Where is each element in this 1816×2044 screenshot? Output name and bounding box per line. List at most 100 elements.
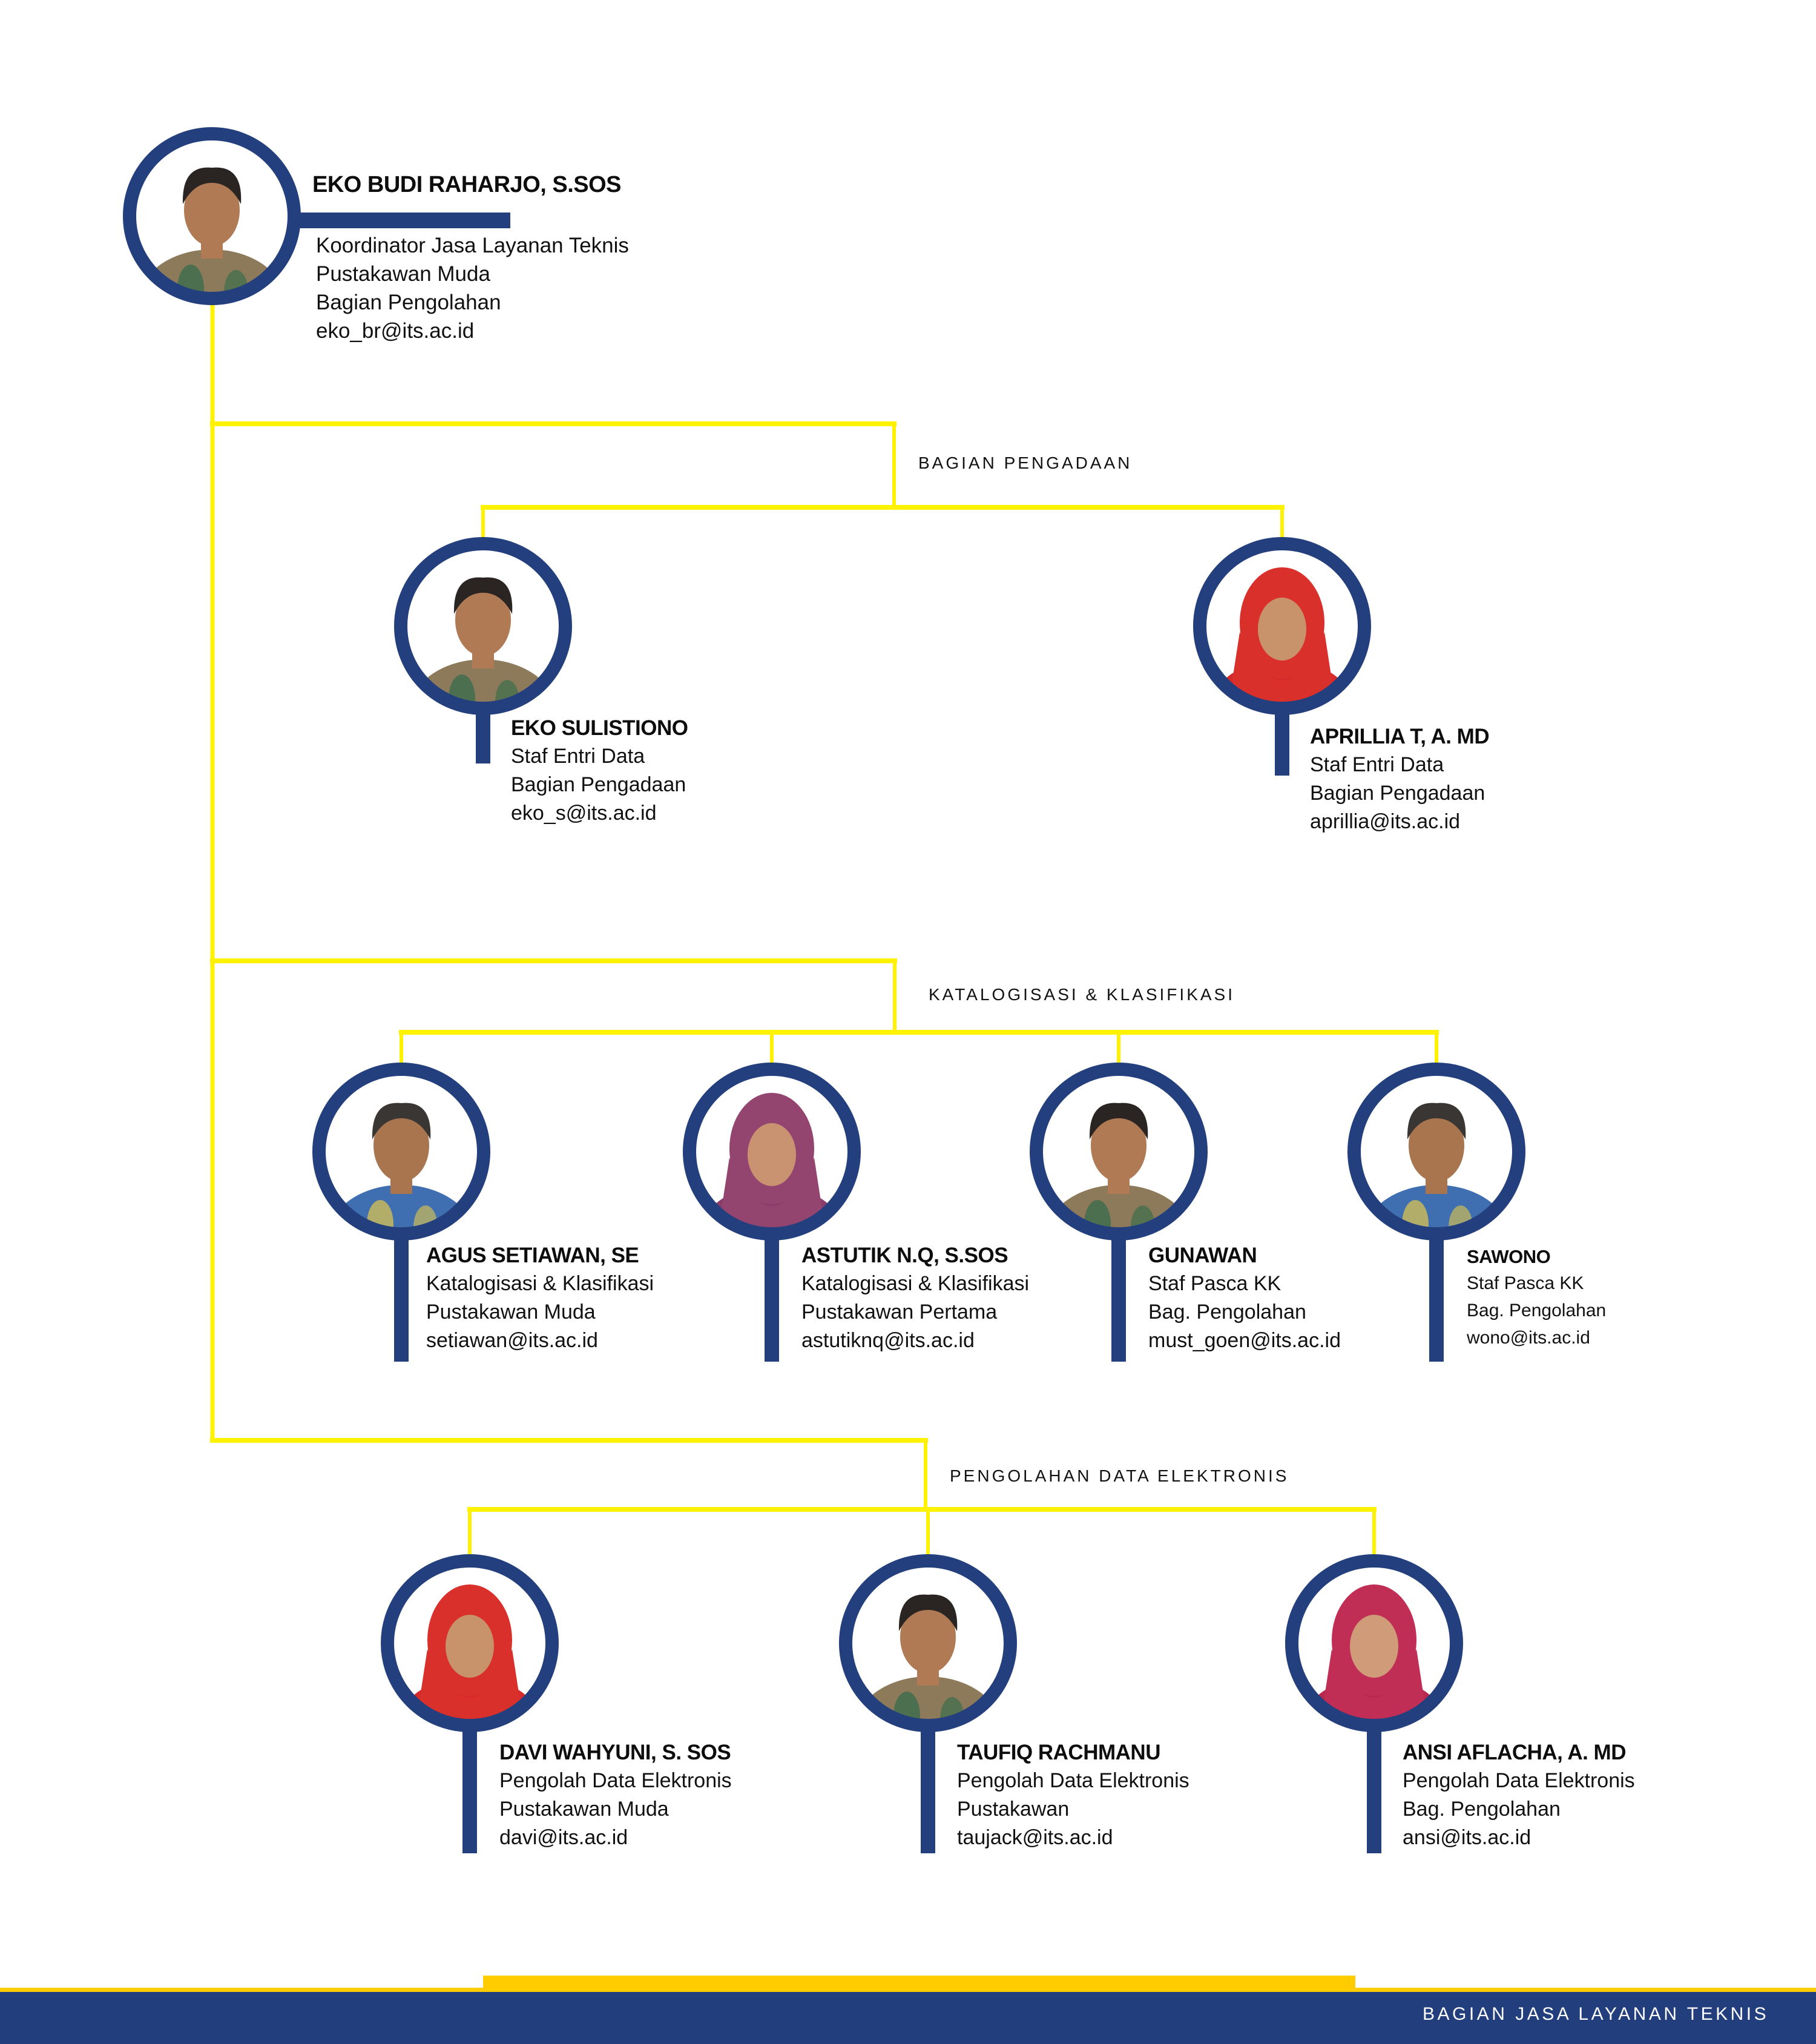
member-department: Bag. Pengolahan — [1148, 1301, 1306, 1324]
member-node — [1285, 1554, 1463, 1853]
avatar-ring — [394, 537, 572, 715]
member-name: EKO SULISTIONO — [511, 716, 688, 740]
section-label-pengolahan: PENGOLAHAN DATA ELEKTRONIS — [950, 1466, 1289, 1485]
avatar-ring — [1030, 1063, 1208, 1241]
member-email[interactable]: taujack@its.ac.id — [957, 1826, 1113, 1849]
member-email[interactable]: eko_s@its.ac.id — [511, 802, 657, 825]
member-card: TAUFIQ RACHMANU Pengolah Data Elektronis… — [957, 1739, 1189, 1852]
member-rank: Pustakawan Muda — [426, 1301, 596, 1324]
avatar-clothing — [1364, 1185, 1509, 1230]
member-position: Staf Pasca KK — [1148, 1272, 1281, 1295]
section-label-katalogisasi: KATALOGISASI & KLASIFIKASI — [929, 985, 1235, 1004]
member-node — [1193, 537, 1371, 776]
member-node — [839, 1554, 1017, 1853]
member-email[interactable]: ansi@its.ac.id — [1403, 1826, 1531, 1849]
avatar-hair — [898, 1594, 958, 1631]
member-position: Pengolah Data Elektronis — [957, 1769, 1189, 1792]
member-name: GUNAWAN — [1148, 1244, 1257, 1267]
connector-lines — [210, 299, 1439, 1559]
avatar-face — [455, 584, 511, 656]
member-name: APRILLIA T, A. MD — [1310, 725, 1490, 748]
member-email[interactable]: must_goen@its.ac.id — [1148, 1329, 1341, 1352]
member-email[interactable]: davi@its.ac.id — [499, 1826, 628, 1849]
member-email[interactable]: aprillia@its.ac.id — [1310, 810, 1461, 833]
member-node — [394, 537, 572, 763]
avatar-clothing — [329, 1185, 474, 1230]
coordinator-details: Koordinator Jasa Layanan Teknis Pustakaw… — [312, 231, 629, 345]
member-position: Staf Entri Data — [511, 745, 645, 768]
avatar-clothing — [139, 249, 285, 294]
member-position: Pengolah Data Elektronis — [499, 1769, 732, 1792]
avatar-photo — [855, 1594, 1001, 1721]
avatar-ring — [381, 1554, 559, 1732]
avatar-hair — [372, 1103, 431, 1139]
member-card: ASTUTIK N.Q, S.SOS Katalogisasi & Klasif… — [801, 1242, 1029, 1355]
avatar-clothing — [410, 659, 556, 704]
member-name: SAWONO — [1467, 1246, 1551, 1267]
avatar-photo — [397, 1584, 542, 1721]
avatar-clothing-pattern — [1084, 1200, 1111, 1230]
coordinator-rank: Pustakawan Muda — [316, 262, 490, 286]
avatar-hair — [453, 577, 513, 614]
member-department: Bagian Pengadaan — [511, 773, 686, 796]
member-email[interactable]: setiawan@its.ac.id — [426, 1329, 598, 1352]
avatar-photo — [1301, 1584, 1447, 1721]
avatar-face — [446, 1615, 494, 1678]
member-name: AGUS SETIAWAN, SE — [426, 1244, 639, 1267]
node-stem-vertical — [1367, 1731, 1381, 1853]
member-position: Katalogisasi & Klasifikasi — [426, 1272, 654, 1295]
coordinator-department: Bagian Pengolahan — [316, 291, 501, 314]
member-node — [381, 1554, 559, 1853]
avatar-face — [184, 174, 240, 246]
avatar-clothing-pattern — [177, 265, 204, 294]
coordinator-email[interactable]: eko_br@its.ac.id — [316, 319, 475, 343]
member-card: APRILLIA T, A. MD Staf Entri Data Bagian… — [1310, 723, 1490, 836]
member-rank: Pustakawan Muda — [499, 1798, 669, 1821]
member-rank: Pustakawan Pertama — [801, 1301, 998, 1324]
avatar-face — [1350, 1615, 1398, 1678]
member-card: SAWONO Staf Pasca KK Bag. Pengolahan won… — [1467, 1244, 1606, 1351]
footer-band — [0, 1976, 1816, 2044]
member-email[interactable]: wono@its.ac.id — [1467, 1328, 1590, 1348]
avatar-face — [373, 1109, 429, 1182]
member-position: Staf Pasca KK — [1467, 1273, 1584, 1293]
member-position: Pengolah Data Elektronis — [1403, 1769, 1635, 1792]
avatar-ring — [839, 1554, 1017, 1732]
member-name: ASTUTIK N.Q, S.SOS — [801, 1244, 1008, 1267]
node-stem-vertical — [1429, 1239, 1444, 1362]
member-name: TAUFIQ RACHMANU — [957, 1741, 1160, 1764]
footer-label: BAGIAN JASA LAYANAN TEKNIS — [1423, 2004, 1769, 2024]
member-email[interactable]: astutiknq@its.ac.id — [801, 1329, 975, 1352]
avatar-ring — [312, 1063, 490, 1241]
member-card: GUNAWAN Staf Pasca KK Bag. Pengolahan mu… — [1148, 1242, 1341, 1355]
avatar-ring — [683, 1063, 861, 1241]
avatar-face — [900, 1601, 956, 1673]
member-node — [1347, 1063, 1525, 1362]
avatar-clothing-pattern — [893, 1692, 920, 1721]
avatar-hair — [1407, 1103, 1466, 1139]
avatar-ring — [1285, 1554, 1463, 1732]
footer-background — [0, 1992, 1816, 2044]
node-stem-horizontal — [300, 213, 510, 228]
avatar-hijab-drape — [1228, 632, 1337, 704]
avatar-face — [748, 1123, 796, 1186]
node-stem-vertical — [1275, 714, 1289, 776]
footer-accent-tab — [483, 1976, 1355, 1989]
coordinator-name: EKO BUDI RAHARJO, S.SOS — [312, 172, 622, 197]
avatar-ring — [1347, 1063, 1525, 1241]
coordinator-card: EKO BUDI RAHARJO, S.SOS Koordinator Jasa… — [312, 170, 629, 345]
avatar-clothing-pattern — [1402, 1200, 1429, 1230]
node-stem-vertical — [765, 1239, 779, 1362]
node-stem-vertical — [1111, 1239, 1126, 1362]
avatar-clothing — [1046, 1185, 1191, 1230]
avatar-hijab-drape — [1320, 1649, 1429, 1721]
avatar-photo — [699, 1093, 844, 1230]
node-stem-vertical — [921, 1731, 935, 1853]
avatar-ring — [1193, 537, 1371, 715]
member-card: EKO SULISTIONO Staf Entri Data Bagian Pe… — [511, 714, 688, 828]
member-card: AGUS SETIAWAN, SE Katalogisasi & Klasifi… — [426, 1242, 654, 1355]
member-node — [683, 1063, 861, 1362]
avatar-hijab-drape — [415, 1649, 524, 1721]
member-card: ANSI AFLACHA, A. MD Pengolah Data Elektr… — [1403, 1739, 1635, 1852]
coordinator-node — [123, 127, 510, 305]
